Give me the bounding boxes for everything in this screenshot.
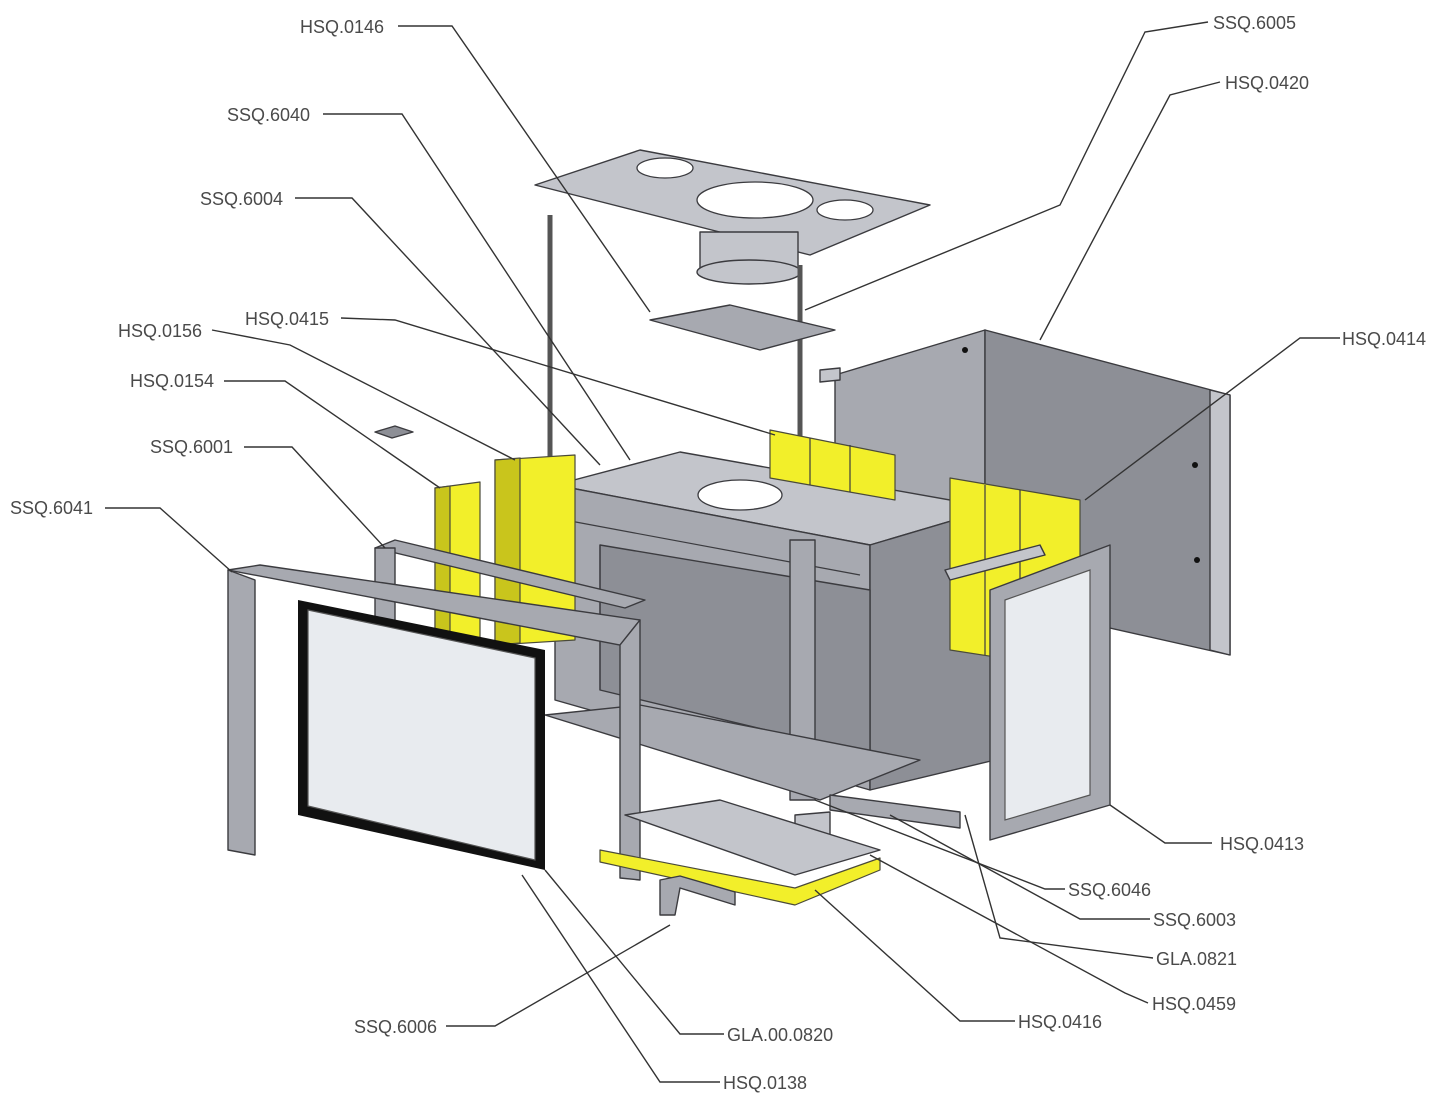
back-insulation-part bbox=[769, 429, 896, 501]
side-insulation-front-part bbox=[434, 481, 481, 676]
label-hsq-0416: HSQ.0416 bbox=[1018, 1012, 1102, 1032]
handle-bracket-part bbox=[659, 875, 736, 916]
label-hsq-0156: HSQ.0156 bbox=[118, 321, 202, 341]
label-hsq-0414: HSQ.0414 bbox=[1342, 329, 1426, 349]
label-ssq-6006: SSQ.6006 bbox=[354, 1017, 437, 1037]
right-door-frame-part bbox=[944, 544, 1111, 841]
label-ssq-6005: SSQ.6005 bbox=[1213, 13, 1296, 33]
label-hsq-0154: HSQ.0154 bbox=[130, 371, 214, 391]
label-hsq-0413: HSQ.0413 bbox=[1220, 834, 1304, 854]
label-ssq-6040: SSQ.6040 bbox=[227, 105, 310, 125]
label-gla-0821: GLA.0821 bbox=[1156, 949, 1237, 969]
label-gla-00-0820: GLA.00.0820 bbox=[727, 1025, 833, 1045]
part-labels: HSQ.0146 SSQ.6005 HSQ.0420 SSQ.6040 SSQ.… bbox=[10, 13, 1426, 1093]
front-bar-part bbox=[829, 794, 961, 829]
baffle-part bbox=[649, 304, 836, 351]
label-ssq-6001: SSQ.6001 bbox=[150, 437, 233, 457]
side-insulation-left-part bbox=[494, 454, 576, 646]
label-ssq-6041: SSQ.6041 bbox=[10, 498, 93, 518]
front-glass-part bbox=[298, 600, 545, 870]
label-ssq-6004: SSQ.6004 bbox=[200, 189, 283, 209]
label-hsq-0420: HSQ.0420 bbox=[1225, 73, 1309, 93]
label-hsq-0415: HSQ.0415 bbox=[245, 309, 329, 329]
label-hsq-0146: HSQ.0146 bbox=[300, 17, 384, 37]
label-hsq-0138: HSQ.0138 bbox=[723, 1073, 807, 1093]
leader-lines bbox=[105, 21, 1340, 1083]
top-plate-part bbox=[534, 149, 931, 285]
small-bracket-part bbox=[374, 425, 414, 439]
label-ssq-6046: SSQ.6046 bbox=[1068, 880, 1151, 900]
label-hsq-0459: HSQ.0459 bbox=[1152, 994, 1236, 1014]
ash-pan-part bbox=[599, 799, 881, 906]
label-ssq-6003: SSQ.6003 bbox=[1153, 910, 1236, 930]
